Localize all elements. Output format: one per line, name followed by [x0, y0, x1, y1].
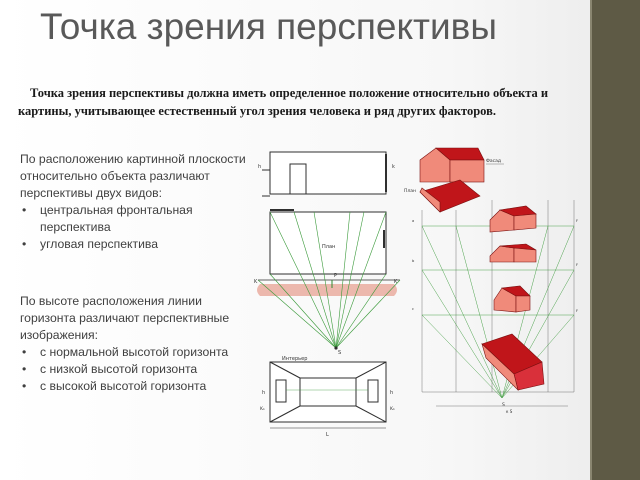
label-scale: к S: [506, 409, 513, 414]
svg-text:F: F: [576, 309, 578, 313]
house-view-3: [493, 285, 531, 313]
list-item: с нормальной высотой горизонта: [20, 344, 246, 361]
interior-perspective: [269, 361, 387, 429]
label-h: h: [258, 164, 261, 170]
decorative-side-bar: [592, 0, 640, 480]
house-facade: [419, 147, 485, 183]
label-s-right: S: [502, 402, 505, 408]
label-k-right: K: [394, 279, 398, 285]
house-view-4: [481, 333, 545, 391]
svg-text:c: c: [412, 307, 414, 311]
house-plan: [419, 179, 481, 213]
label-p: P: [334, 273, 337, 279]
station-point: [334, 346, 338, 350]
label-k-left: K: [254, 279, 258, 285]
label-s: S: [338, 350, 341, 356]
list-item: угловая перспектива: [20, 236, 246, 253]
bullet-list: с нормальной высотой горизонта с низкой …: [20, 344, 246, 395]
label-h-bottom-right: h: [390, 390, 393, 396]
label-h-bottom: h: [262, 390, 265, 396]
svg-text:F: F: [576, 263, 578, 267]
intro-paragraph: Точка зрения перспективы должна иметь оп…: [18, 86, 549, 118]
figure-house-perspective: Фасад План: [404, 147, 578, 414]
svg-text:b: b: [412, 259, 415, 263]
view-rays: [257, 211, 401, 349]
decorative-side-bar-line: [590, 0, 592, 480]
bullet-list: центральная фронтальная перспектива угло…: [20, 202, 246, 253]
label-k1-left: K₁: [260, 406, 265, 412]
label-l: L: [326, 432, 329, 438]
house-view-1: [489, 205, 537, 233]
label-plan: План: [322, 244, 335, 250]
point-labels: a b c F F F: [412, 219, 578, 313]
section-plane-position: По расположению картинной плоскости отно…: [20, 151, 246, 253]
label-facade: Фасад: [486, 158, 501, 164]
horizon-band: [257, 284, 397, 296]
figure-room-perspective: h k План K K P S Интерьер: [254, 151, 401, 438]
label-k: k: [392, 164, 395, 170]
slide-title: Точка зрения перспективы: [40, 6, 497, 47]
label-plan-right: План: [404, 188, 416, 194]
svg-text:F: F: [576, 219, 578, 223]
house-view-2: [489, 243, 537, 263]
list-item: с низкой высотой горизонта: [20, 361, 246, 378]
room-plan: [269, 209, 387, 275]
room-elevation: [262, 151, 387, 197]
list-item: центральная фронтальная перспектива: [20, 202, 246, 236]
section-lead: По расположению картинной плоскости отно…: [20, 152, 246, 200]
label-k1-right: K₁: [390, 406, 395, 412]
section-lead: По высоте расположения линии горизонта р…: [20, 294, 230, 342]
section-horizon-height: По высоте расположения линии горизонта р…: [20, 293, 246, 395]
list-item: с высокой высотой горизонта: [20, 378, 246, 395]
label-interior: Интерьер: [282, 356, 307, 362]
svg-text:a: a: [412, 219, 414, 223]
